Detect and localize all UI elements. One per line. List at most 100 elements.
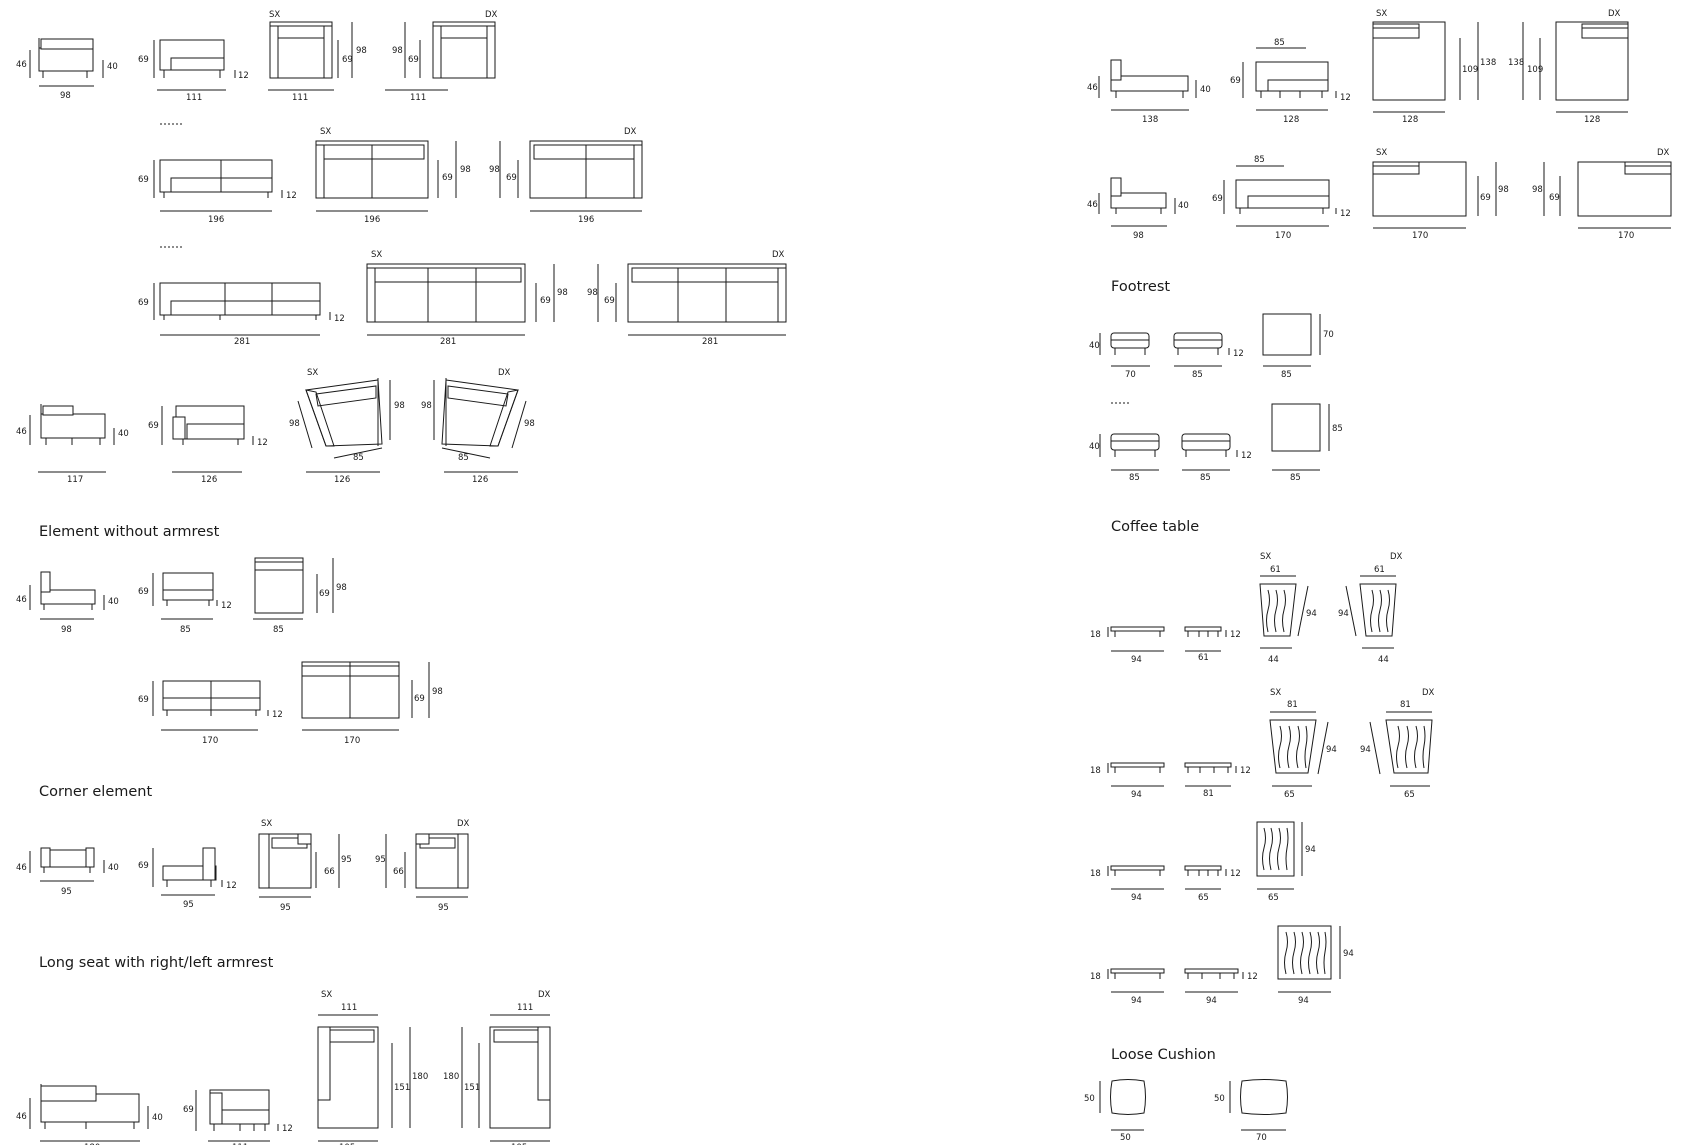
dim-seat-height: 40 — [107, 62, 118, 72]
top-view: 94 94 — [1277, 925, 1354, 1006]
dim-width: 85 — [1192, 370, 1203, 380]
dim-width: 65 — [1284, 790, 1295, 800]
dim-height: 18 — [1090, 972, 1101, 982]
dim-width: 95 — [280, 903, 291, 913]
dim-seat: 151 — [394, 1083, 410, 1093]
dim-depth: 98 — [460, 165, 471, 175]
row-chaise-one: 46 40 138 85 69 12 128 SX 109 138 128 DX… — [1087, 9, 1629, 125]
top-view-dx: DX 95 66 95 — [375, 819, 470, 913]
dim-depth: 94 — [1326, 745, 1337, 755]
side-view-armrest-element: 46 40 98 — [16, 38, 118, 101]
dim-depth-left: 98 — [289, 419, 300, 429]
row-footrest-two: 40 85 12 85 85 85 — [1089, 402, 1343, 483]
dim-seat: 69 — [1549, 193, 1560, 203]
dim-width: 281 — [234, 337, 250, 347]
dim-width: 180 — [84, 1143, 100, 1145]
dim-height: 40 — [1089, 442, 1100, 452]
dim-depth: 180 — [412, 1072, 428, 1082]
dim-width: 70 — [1256, 1133, 1267, 1143]
side-view: 40 85 — [1089, 433, 1160, 483]
dim-depth: 70 — [1323, 330, 1334, 340]
dim-height: 18 — [1090, 869, 1101, 879]
row-no-armrest-single: 46 40 98 69 12 85 69 98 85 — [16, 557, 347, 635]
dim-width: 128 — [1283, 115, 1299, 125]
dim-width: 111 — [292, 93, 308, 103]
dim-width: 65 — [1404, 790, 1415, 800]
dim-depth: 98 — [1498, 185, 1509, 195]
dim-top-width: 111 — [341, 1003, 357, 1013]
top-view-sx: SX 66 95 95 — [258, 819, 352, 913]
dim-seat-width: 85 — [353, 453, 364, 463]
dim-height: 69 — [138, 55, 149, 65]
dim-seat: 109 — [1462, 65, 1478, 75]
row-coffee-table-four: 18 94 12 94 94 94 — [1090, 925, 1354, 1006]
dim-seat: 69 — [506, 173, 517, 183]
top-view: 69 98 170 — [301, 661, 443, 746]
side-view: 18 94 — [1090, 968, 1165, 1006]
cushion-rectangular: 50 70 — [1214, 1079, 1288, 1143]
dim-seat: 69 — [408, 55, 419, 65]
dim-depth: 95 — [341, 855, 352, 865]
dim-width: 138 — [1142, 115, 1158, 125]
dim-height: 69 — [138, 695, 149, 705]
row-chaise-two: 46 40 98 85 69 12 170 SX 69 98 170 DX 98 — [1087, 148, 1672, 241]
side-view: 40 70 — [1089, 332, 1150, 380]
section-title-long-seat: Long seat with right/left armrest — [39, 955, 274, 971]
section-title-coffee-table: Coffee table — [1111, 519, 1199, 535]
front-view: 69 12 126 — [148, 405, 268, 485]
label-sx: SX — [307, 368, 318, 378]
row-angled-elements: 46 40 117 69 12 126 SX 98 98 85 126 — [16, 368, 535, 485]
label-sx: SX — [1376, 9, 1387, 19]
dim-width: 170 — [1275, 231, 1291, 241]
side-view: 18 94 — [1090, 865, 1165, 903]
dim-width: 44 — [1268, 655, 1279, 665]
dim-height: 46 — [16, 60, 27, 70]
dim-seat: 66 — [393, 867, 404, 877]
top-view-sx: SX 61 94 44 — [1259, 552, 1317, 665]
dim-foot: 12 — [282, 1124, 293, 1134]
section-title-element-without-armrest: Element without armrest — [39, 524, 220, 540]
dim-width: 128 — [1402, 115, 1418, 125]
dim-foot: 12 — [1230, 869, 1241, 879]
dim-foot: 12 — [286, 191, 297, 201]
dim-width: 85 — [180, 625, 191, 635]
dim-height: 50 — [1084, 1094, 1095, 1104]
side-view: 18 94 — [1090, 626, 1165, 665]
dim-seat-height: 40 — [108, 863, 119, 873]
dim-width: 85 — [273, 625, 284, 635]
dim-width: 170 — [1412, 231, 1428, 241]
dim-height: 18 — [1090, 766, 1101, 776]
dim-width: 196 — [578, 215, 594, 225]
dim-width: 128 — [1584, 115, 1600, 125]
dim-height: 69 — [183, 1105, 194, 1115]
dim-foot: 12 — [226, 881, 237, 891]
row-corner-element: 46 40 95 69 12 95 SX 66 95 95 DX 9 — [16, 819, 470, 913]
dim-width: 50 — [1120, 1133, 1131, 1143]
dim-top-width: 81 — [1400, 700, 1411, 710]
dim-width: 61 — [1198, 653, 1209, 663]
dim-width: 196 — [364, 215, 380, 225]
label-sx: SX — [371, 250, 382, 260]
label-dx: DX — [538, 990, 551, 1000]
dim-foot: 12 — [1340, 209, 1351, 219]
label-dx: DX — [1608, 9, 1621, 19]
dim-depth: 98 — [336, 583, 347, 593]
dim-height: 69 — [138, 587, 149, 597]
dim-seat: 69 — [1480, 193, 1491, 203]
label-sx: SX — [1376, 148, 1387, 158]
dim-width: 111 — [186, 93, 202, 103]
top-view-dx: DX 61 94 44 — [1338, 552, 1403, 665]
row-footrest-one: 40 70 12 85 70 85 — [1089, 313, 1334, 380]
front-view: 85 69 12 128 — [1230, 38, 1351, 125]
dim-height: 69 — [1212, 194, 1223, 204]
dim-depth: 94 — [1343, 949, 1354, 959]
top-view-dx: DX 98 69 170 — [1532, 148, 1672, 241]
dim-width: 126 — [334, 475, 350, 485]
dim-height: 46 — [16, 1112, 27, 1122]
top-view-sx: SX 69 98 111 — [268, 10, 367, 103]
dim-width: 94 — [1131, 655, 1142, 665]
top-view-dx: DX 98 69 281 — [587, 250, 787, 347]
label-sx: SX — [321, 990, 332, 1000]
section-title-corner-element: Corner element — [39, 784, 152, 800]
